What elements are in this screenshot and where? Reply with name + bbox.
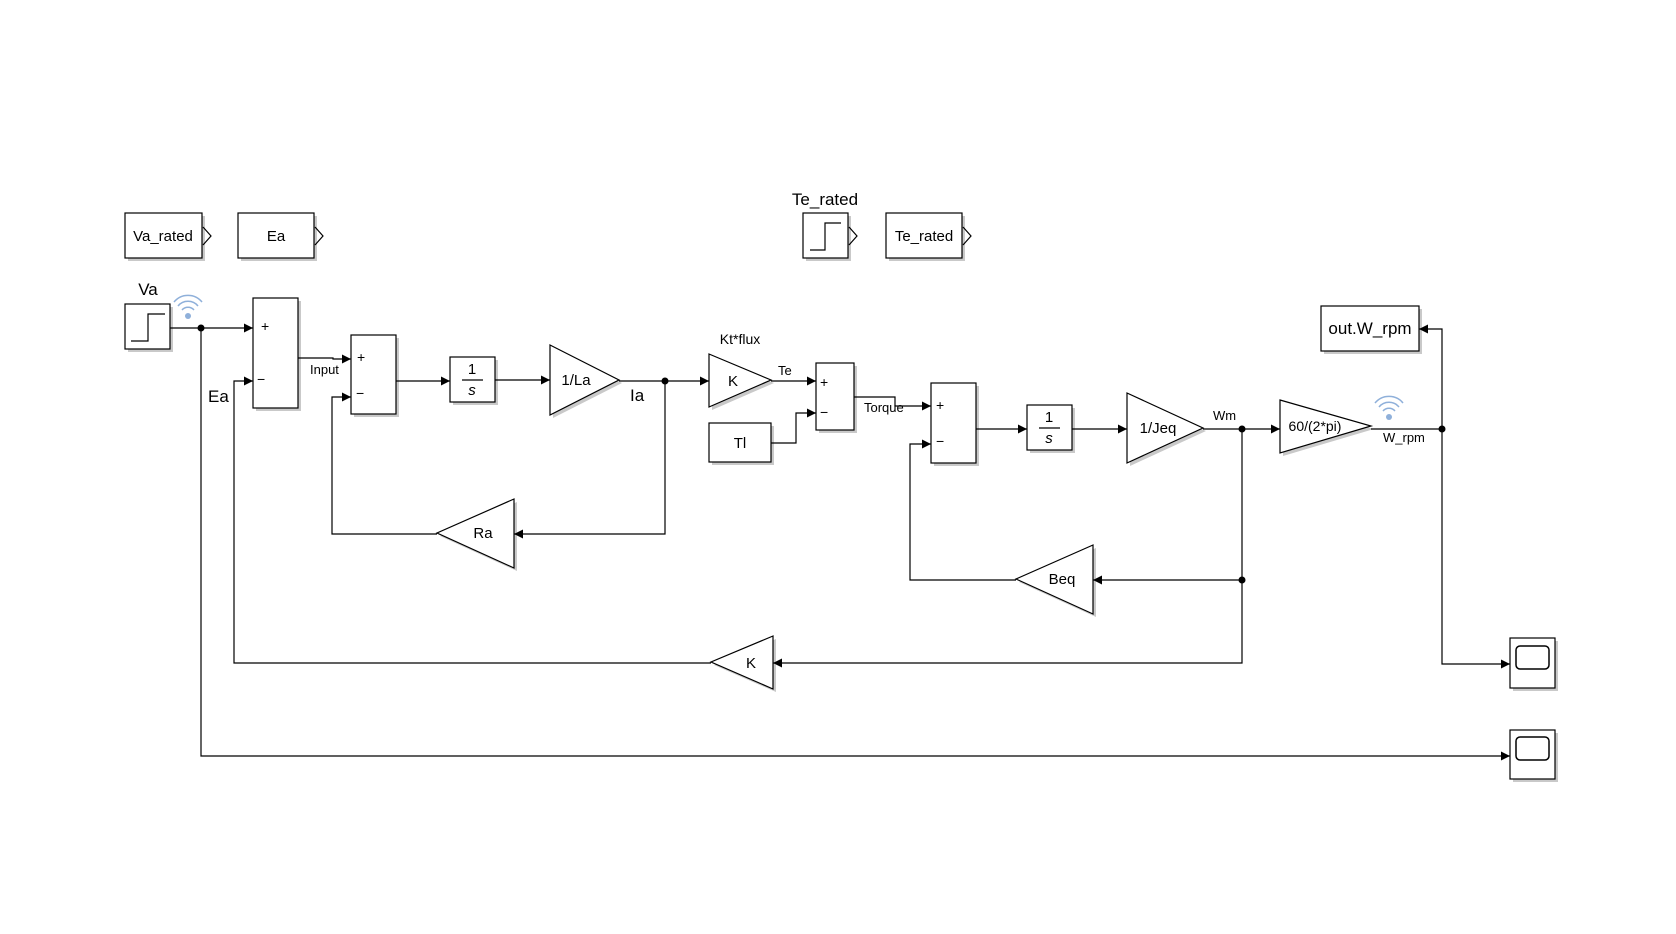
svg-text:s: s bbox=[468, 382, 476, 399]
svg-text:+: + bbox=[936, 397, 944, 413]
sum3-block[interactable]: + − bbox=[815, 362, 857, 433]
te-rated-step-block[interactable] bbox=[802, 212, 858, 261]
svg-text:K: K bbox=[728, 373, 738, 390]
te-rated-step-title: Te_rated bbox=[792, 190, 858, 209]
scope-va-block[interactable] bbox=[1509, 729, 1558, 782]
integrator1-block[interactable]: 1 s bbox=[449, 356, 498, 405]
svg-text:60/(2*pi): 60/(2*pi) bbox=[1289, 418, 1342, 434]
gain-1-jeq-block[interactable]: 1/Jeq bbox=[1126, 392, 1206, 466]
te-rated-goto-block[interactable]: Te_rated bbox=[885, 212, 972, 261]
junction-dot bbox=[1238, 425, 1246, 433]
sum1-block[interactable]: + − bbox=[252, 297, 301, 411]
goto-tag-icon bbox=[962, 226, 972, 246]
svg-text:s: s bbox=[1045, 430, 1053, 447]
gain-k-feedback-block[interactable]: K bbox=[709, 635, 776, 692]
scope-screen-icon bbox=[1515, 645, 1550, 670]
gain-kt-flux-block[interactable]: K bbox=[708, 353, 774, 410]
va-step-block[interactable] bbox=[124, 303, 173, 352]
svg-text:K: K bbox=[746, 655, 756, 672]
gain-ra-block[interactable]: Ra bbox=[435, 498, 517, 571]
va-rated-goto-block[interactable]: Va_rated bbox=[124, 212, 212, 261]
svg-text:−: − bbox=[257, 371, 265, 387]
svg-text:out.W_rpm: out.W_rpm bbox=[1328, 319, 1411, 338]
svg-text:Ra: Ra bbox=[473, 525, 493, 542]
signal-logging-icon bbox=[1374, 395, 1404, 420]
svg-text:+: + bbox=[261, 318, 269, 334]
goto-tag-icon bbox=[202, 226, 212, 246]
junction-dot bbox=[1438, 425, 1446, 433]
junction-dot bbox=[197, 324, 205, 332]
gain-1-la-block[interactable]: 1/La bbox=[549, 344, 622, 418]
svg-text:1: 1 bbox=[1045, 409, 1053, 426]
goto-tag-icon bbox=[314, 226, 324, 246]
step-icon bbox=[810, 222, 841, 251]
gain-beq-block[interactable]: Beq bbox=[1014, 544, 1096, 617]
svg-text:−: − bbox=[936, 433, 944, 449]
svg-text:Tl: Tl bbox=[734, 435, 747, 452]
svg-text:−: − bbox=[820, 404, 828, 420]
signal-logging-icon bbox=[173, 294, 203, 319]
tl-constant-block[interactable]: Tl bbox=[708, 422, 774, 465]
signal-lines bbox=[170, 323, 1510, 761]
junction-dot bbox=[1238, 576, 1246, 584]
scope-w-rpm-block[interactable] bbox=[1509, 637, 1558, 691]
svg-text:+: + bbox=[820, 374, 828, 390]
goto-tag-icon bbox=[848, 226, 858, 246]
signal-label-wm: Wm bbox=[1213, 408, 1236, 423]
svg-text:−: − bbox=[356, 385, 364, 401]
svg-text:+: + bbox=[357, 349, 365, 365]
signal-label-torque: Torque bbox=[864, 400, 904, 415]
svg-text:Va_rated: Va_rated bbox=[133, 228, 193, 245]
out-w-rpm-block[interactable]: out.W_rpm bbox=[1320, 305, 1422, 354]
integrator2-block[interactable]: 1 s bbox=[1026, 404, 1075, 453]
svg-text:Beq: Beq bbox=[1049, 571, 1076, 588]
va-step-title: Va bbox=[138, 280, 158, 299]
gain-60-2pi-block[interactable]: 60/(2*pi) bbox=[1279, 399, 1374, 456]
junction-dot bbox=[661, 377, 669, 385]
svg-text:1/La: 1/La bbox=[561, 372, 591, 389]
sum2-block[interactable]: + − bbox=[350, 334, 399, 417]
gain-kt-flux-title: Kt*flux bbox=[720, 331, 760, 347]
sum4-block[interactable]: + − bbox=[930, 382, 979, 466]
signal-label-ea: Ea bbox=[208, 387, 229, 406]
signal-label-input: Input bbox=[310, 362, 339, 377]
svg-text:Te_rated: Te_rated bbox=[895, 228, 953, 245]
signal-label-w-rpm: W_rpm bbox=[1383, 430, 1425, 445]
signal-label-ia: Ia bbox=[630, 386, 645, 405]
scope-screen-icon bbox=[1515, 736, 1550, 761]
step-icon bbox=[131, 313, 165, 342]
svg-text:1: 1 bbox=[468, 361, 476, 378]
ea-goto-block[interactable]: Ea bbox=[237, 212, 324, 261]
signal-label-te: Te bbox=[778, 363, 792, 378]
svg-text:Ea: Ea bbox=[267, 228, 286, 245]
svg-text:1/Jeq: 1/Jeq bbox=[1140, 420, 1177, 437]
